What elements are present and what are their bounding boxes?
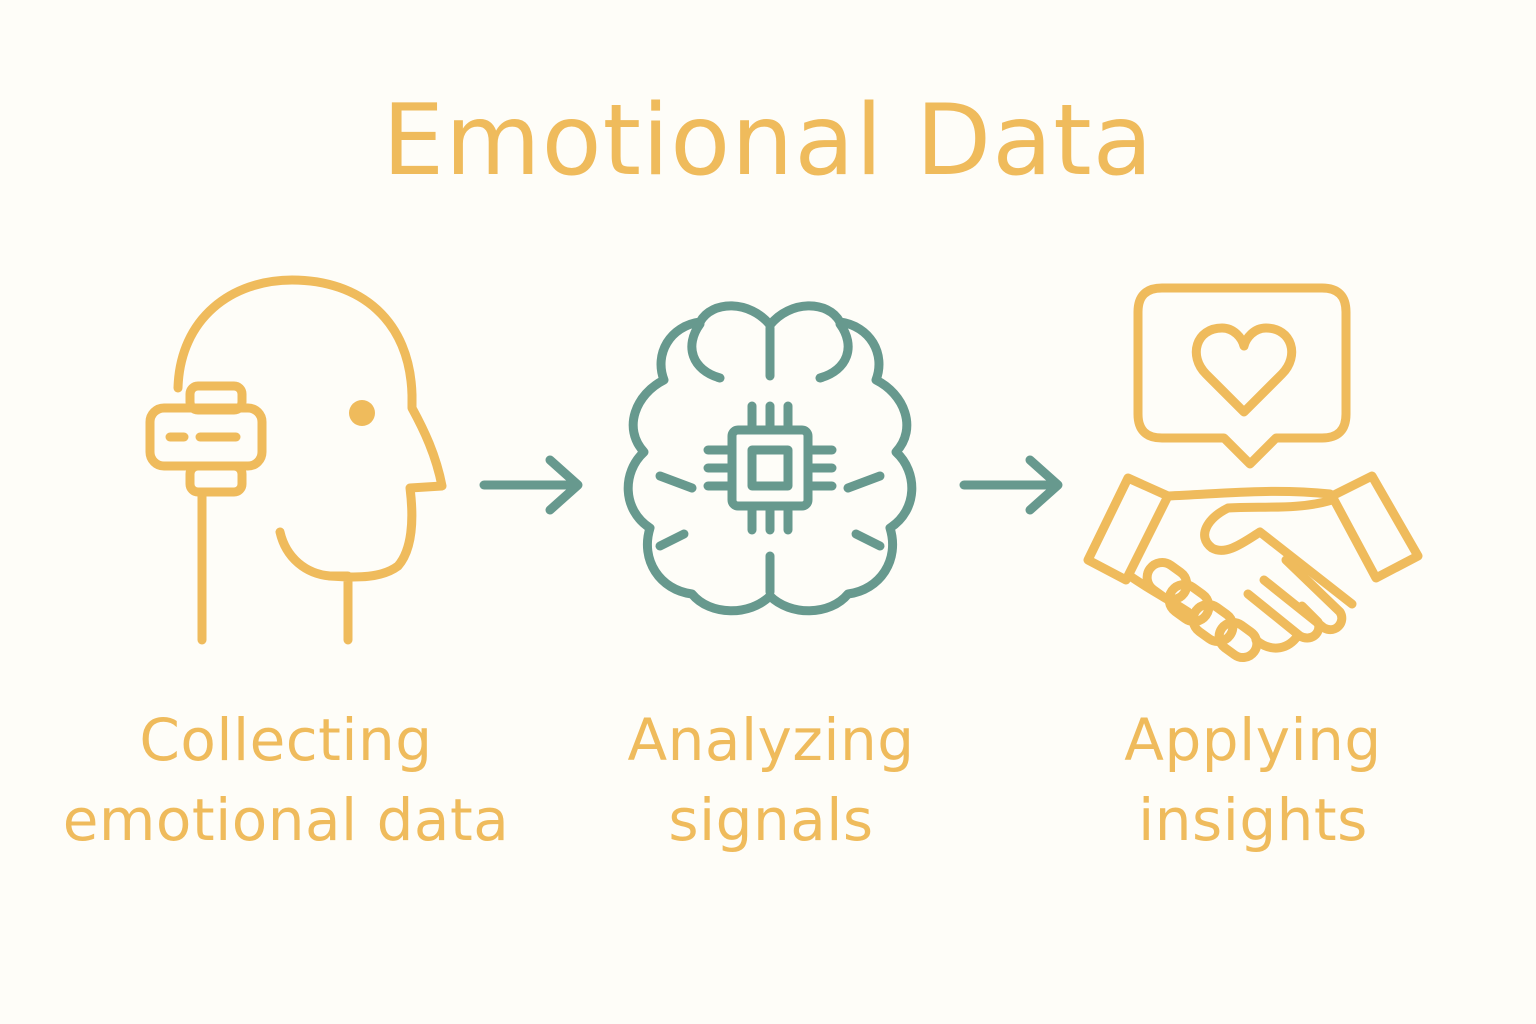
- step-label-collecting: Collecting emotional data: [26, 700, 546, 860]
- head-sensor-icon: [145, 275, 447, 645]
- arrow-right-icon: [959, 455, 1063, 515]
- step-label-line: Collecting: [139, 706, 433, 774]
- step-label-line: signals: [668, 786, 874, 854]
- step-label-line: emotional data: [62, 786, 510, 854]
- brain-chip-icon: [623, 301, 917, 616]
- diagram-title: Emotional Data: [382, 84, 1154, 198]
- step-label-line: insights: [1138, 786, 1368, 854]
- step-label-analyzing: Analyzing signals: [511, 700, 1031, 860]
- step-label-applying: Applying insights: [993, 700, 1513, 860]
- step-label-line: Analyzing: [627, 706, 915, 774]
- step-label-line: Applying: [1124, 706, 1382, 774]
- handshake-heart-icon: [1083, 283, 1423, 663]
- arrow-right-icon: [479, 455, 583, 515]
